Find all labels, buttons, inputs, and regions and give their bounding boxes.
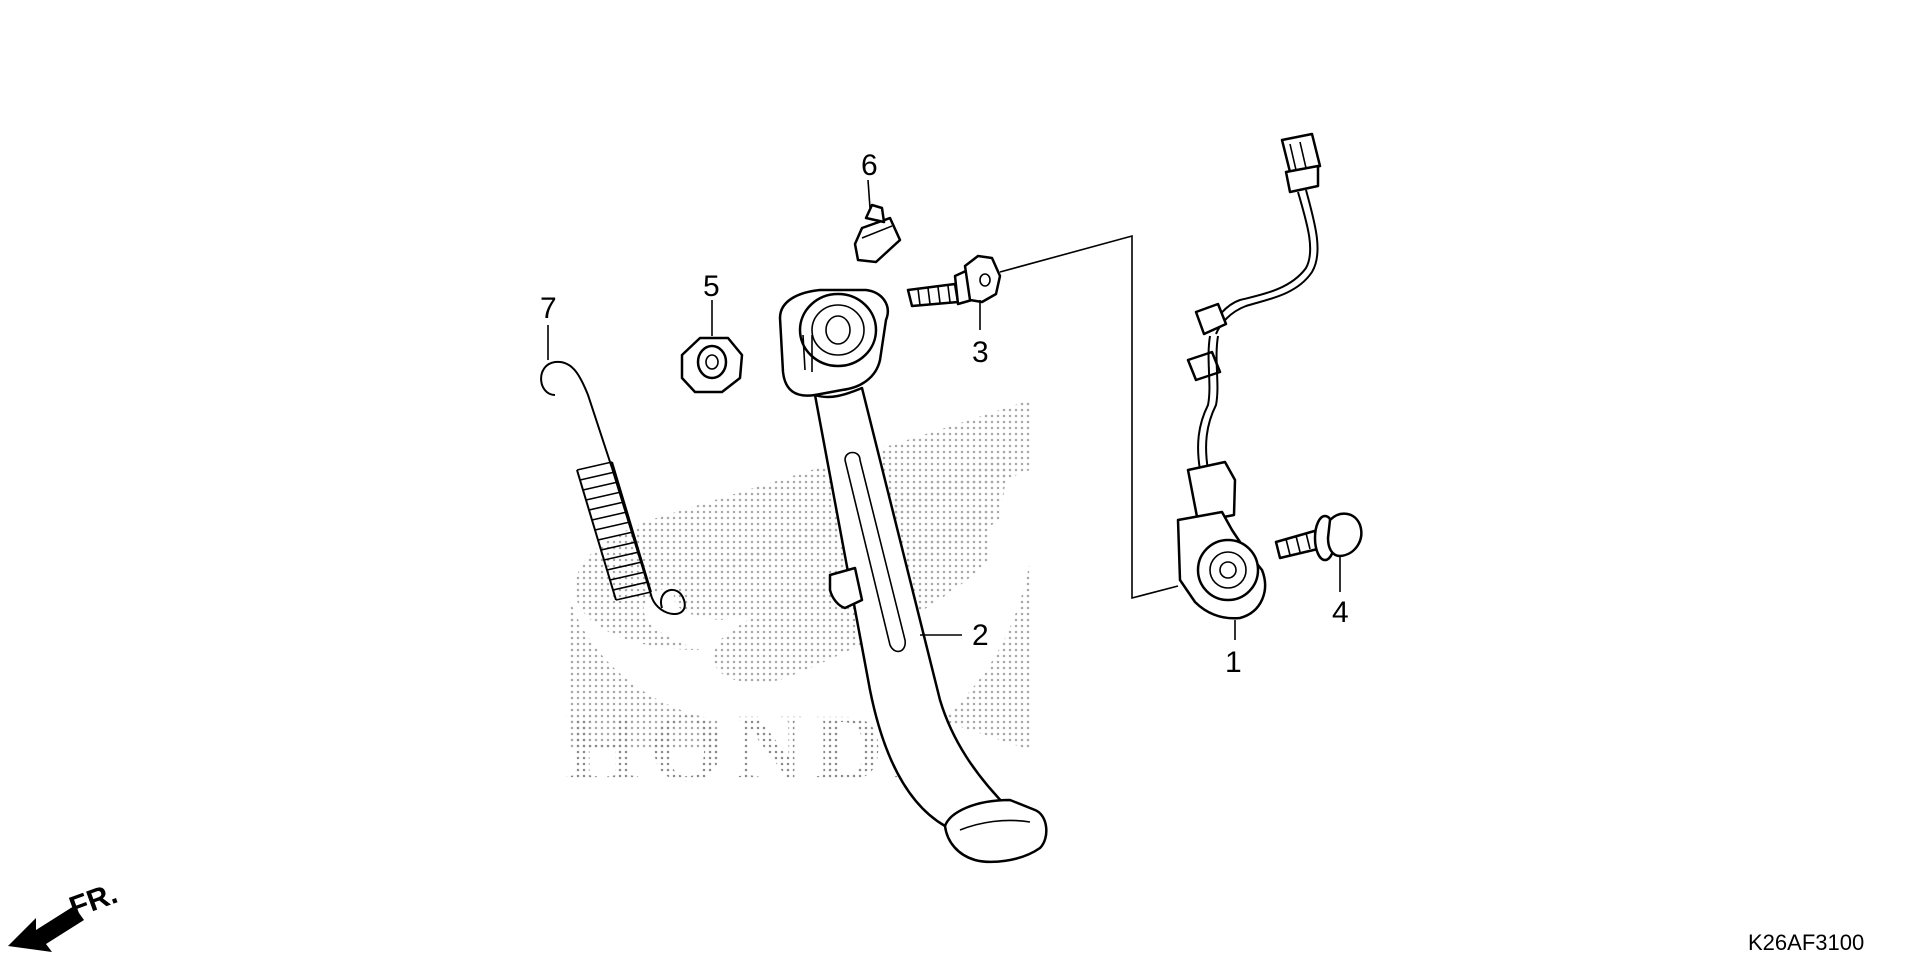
side-stand-part bbox=[778, 288, 1048, 864]
rubber-stopper-part bbox=[853, 203, 902, 264]
honda-watermark: HONDA bbox=[565, 400, 1030, 801]
callout-5: 5 bbox=[703, 270, 720, 303]
leader-lines bbox=[547, 179, 1341, 640]
stand-spring-part bbox=[540, 360, 686, 615]
flange-bolt-part bbox=[1274, 512, 1363, 562]
lock-nut-part bbox=[680, 336, 744, 394]
catalog-code: K26AF3100 bbox=[1748, 930, 1864, 955]
callout-2: 2 bbox=[972, 619, 989, 652]
callout-4: 4 bbox=[1332, 596, 1349, 629]
callout-3: 3 bbox=[972, 336, 989, 369]
front-label: FR. bbox=[65, 877, 122, 925]
callout-1: 1 bbox=[1225, 646, 1242, 679]
callout-6: 6 bbox=[861, 149, 878, 182]
spring-coils bbox=[576, 461, 652, 601]
front-direction-indicator: FR. bbox=[8, 877, 122, 952]
callout-7: 7 bbox=[540, 292, 557, 325]
side-stand-switch-part bbox=[1176, 132, 1322, 620]
front-direction-arrow-icon bbox=[8, 906, 84, 952]
pivot-bolt-part bbox=[906, 254, 1002, 308]
